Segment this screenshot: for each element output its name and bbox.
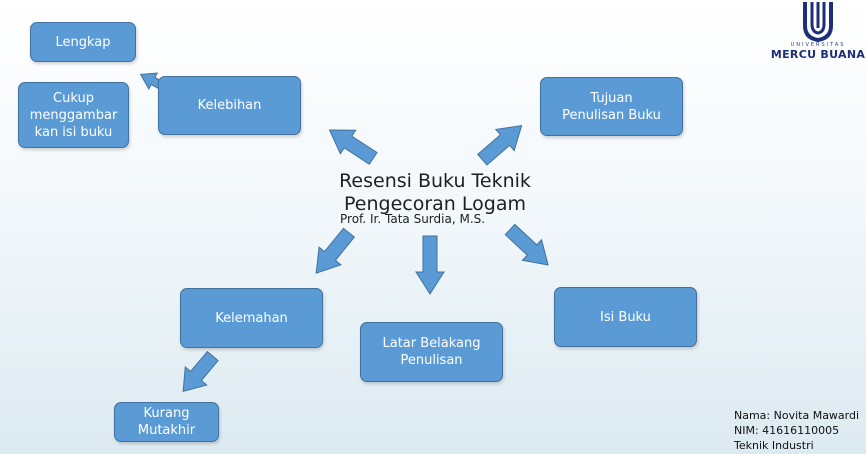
node-tujuan-label: Tujuan Penulisan Buku — [562, 90, 661, 123]
node-kelemahan: Kelemahan — [180, 288, 323, 348]
node-tujuan: Tujuan Penulisan Buku — [540, 77, 683, 136]
center-title: Resensi Buku Teknik Pengecoran Logam — [330, 170, 540, 216]
node-latar-label: Latar Belakang Penulisan — [382, 336, 481, 368]
center-title-line2: Pengecoran Logam — [344, 193, 526, 215]
student-name: Nama: Novita Mawardi — [734, 409, 860, 422]
student-nim: NIM: 41616110005 — [734, 424, 840, 437]
node-kelebihan: Kelebihan — [158, 76, 301, 135]
node-isi: Isi Buku — [554, 287, 697, 347]
node-cukup: Cukup menggambar kan isi buku — [18, 82, 129, 148]
center-title-line1: Resensi Buku Teknik — [339, 170, 531, 192]
node-lengkap: Lengkap — [30, 22, 136, 62]
node-kurang-label: Kurang Mutakhir — [137, 406, 196, 438]
arrow-to-isi — [504, 223, 549, 266]
node-lengkap-label: Lengkap — [55, 34, 111, 50]
center-author: Prof. Ir. Tata Surdia, M.S. — [340, 212, 486, 226]
student-info: Nama: Novita Mawardi NIM: 41616110005 Te… — [734, 408, 859, 453]
node-kurang: Kurang Mutakhir — [114, 402, 219, 442]
logo-subtitle: UNIVERSITAS — [790, 42, 846, 48]
node-kelemahan-label: Kelemahan — [215, 310, 288, 326]
logo-emblem-icon — [803, 2, 833, 42]
node-latar: Latar Belakang Penulisan — [360, 322, 503, 382]
node-kelebihan-label: Kelebihan — [197, 98, 262, 113]
student-program: Teknik Industri — [734, 439, 814, 452]
node-cukup-label: Cukup menggambar kan isi buku — [29, 90, 118, 140]
arrow-to-latar — [415, 235, 445, 295]
arrow-to-kurang — [182, 350, 219, 392]
arrow-to-tujuan — [477, 124, 523, 166]
logo-name: MERCU BUANA — [770, 48, 866, 61]
node-isi-label: Isi Buku — [600, 309, 651, 325]
university-logo: UNIVERSITAS MERCU BUANA — [770, 0, 866, 68]
arrow-to-kelemahan — [315, 227, 356, 274]
arrow-to-kelebihan — [328, 129, 378, 165]
